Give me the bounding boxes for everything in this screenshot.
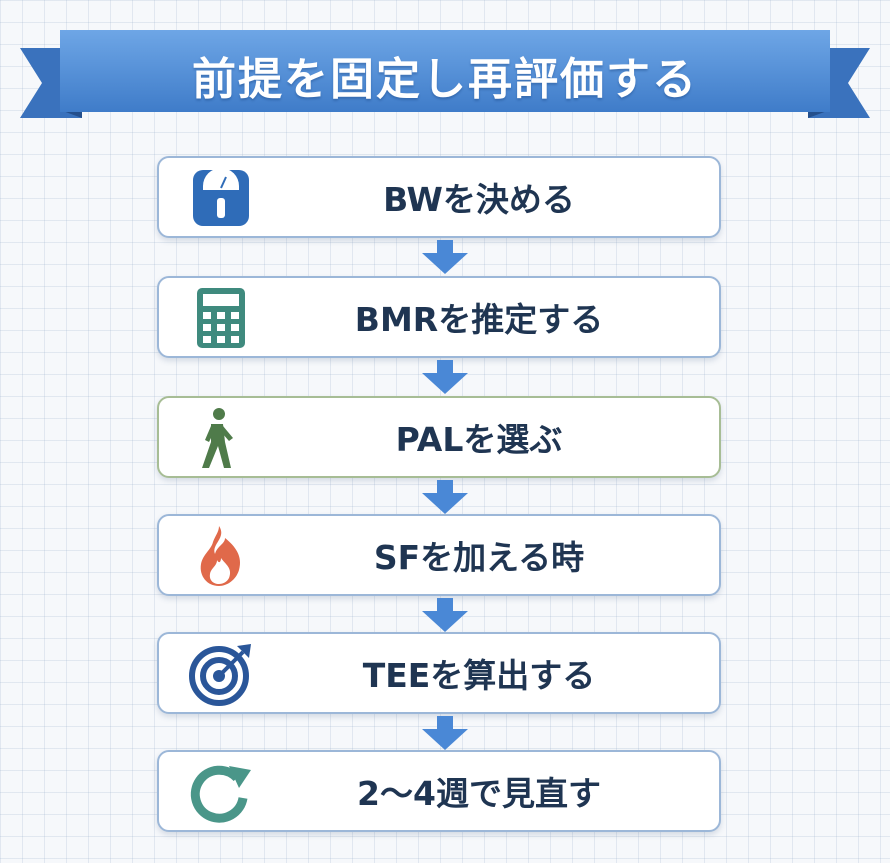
step-label: BWを決める — [383, 180, 575, 219]
title-banner: 前提を固定し再評価する — [0, 0, 890, 140]
step-review: 2〜4週で見直す — [157, 750, 721, 832]
step-label: SFを加える時 — [373, 538, 585, 577]
step-tee: TEEを算出する — [157, 632, 721, 714]
step-label: BMRを推定する — [354, 300, 604, 339]
calculator-icon — [189, 286, 253, 350]
page-title: 前提を固定し再評価する — [192, 54, 698, 105]
target-icon — [189, 642, 253, 706]
step-bw: BWを決める — [157, 156, 721, 238]
step-label: PALを選ぶ — [395, 420, 563, 459]
down-arrow-icon — [422, 360, 468, 394]
step-label: 2〜4週で見直す — [357, 774, 601, 813]
walking-person-icon — [189, 406, 253, 470]
ribbon-shape — [20, 30, 870, 118]
down-arrow-icon — [422, 716, 468, 750]
flame-icon — [189, 524, 253, 588]
step-bmr: BMRを推定する — [157, 276, 721, 358]
down-arrow-icon — [422, 598, 468, 632]
step-pal: PALを選ぶ — [157, 396, 721, 478]
step-sf: SFを加える時 — [157, 514, 721, 596]
down-arrow-icon — [422, 480, 468, 514]
down-arrow-icon — [422, 240, 468, 274]
scale-icon — [189, 166, 253, 230]
refresh-icon — [189, 760, 253, 824]
step-label: TEEを算出する — [362, 656, 596, 695]
